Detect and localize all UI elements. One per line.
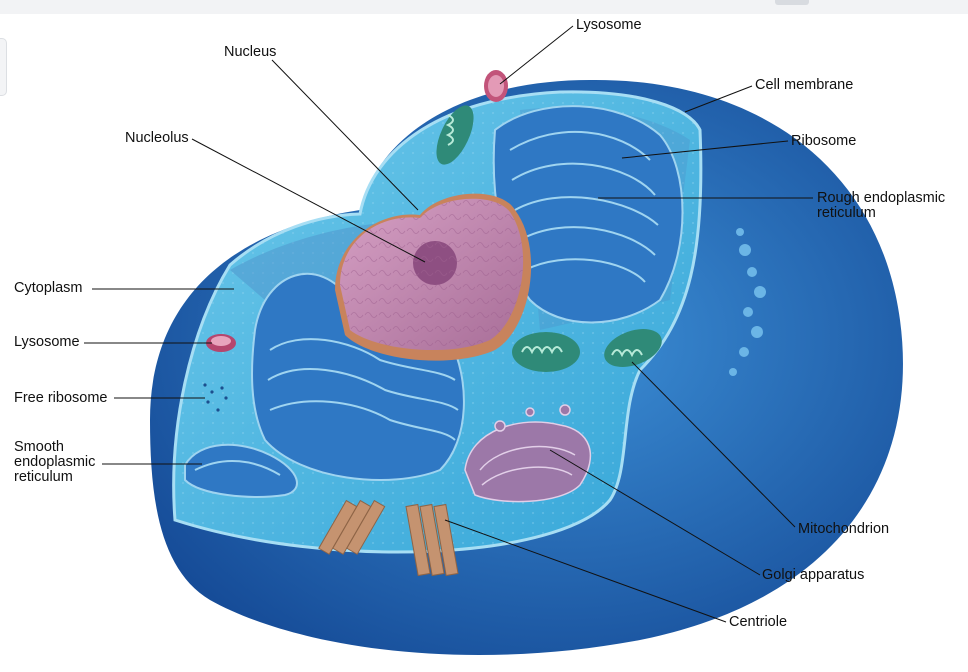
line-mitochondrion <box>631 361 796 528</box>
label-lysosome-left: Lysosome <box>14 334 80 350</box>
label-centriole: Centriole <box>729 614 788 630</box>
mitochondrion-3 <box>604 329 662 367</box>
rough-er-left <box>251 273 465 481</box>
label-rough-er: Rough endoplasmic reticulum <box>817 190 946 221</box>
line-cell-membrane <box>684 85 753 113</box>
top-bar <box>0 0 968 14</box>
label-nucleolus: Nucleolus <box>125 130 189 146</box>
line-ribosome <box>621 140 789 159</box>
label-golgi: Golgi apparatus <box>762 567 865 583</box>
label-nucleus: Nucleus <box>224 44 277 60</box>
membrane-protrusions <box>729 228 766 376</box>
label-cytoplasm: Cytoplasm <box>14 280 83 296</box>
mitochondrion-1 <box>436 105 474 165</box>
line-golgi <box>549 449 761 576</box>
label-mitochondrion: Mitochondrion <box>798 521 890 537</box>
centriole-2 <box>405 503 459 577</box>
label-lysosome-top: Lysosome <box>576 17 642 33</box>
line-centriole <box>444 519 727 623</box>
golgi-apparatus <box>464 404 591 503</box>
lysosome-top <box>484 70 508 102</box>
centriole-1 <box>318 499 386 555</box>
drag-handle[interactable] <box>775 0 809 5</box>
side-panel-tab[interactable] <box>0 38 7 96</box>
label-smooth-er: Smooth endoplasmic reticulum <box>14 439 96 485</box>
line-nucleus <box>271 59 419 211</box>
mitochondrion-2 <box>512 332 580 372</box>
line-nucleolus <box>191 138 426 263</box>
lysosome-left <box>206 334 236 352</box>
label-ribosome: Ribosome <box>791 133 857 149</box>
smooth-er <box>184 443 298 498</box>
nucleus <box>335 193 532 361</box>
line-lysosome-top <box>499 25 574 85</box>
leader-lines <box>84 25 813 623</box>
label-free-ribosome: Free ribosome <box>14 390 108 406</box>
rough-er-right <box>492 105 684 324</box>
free-ribosomes <box>203 383 228 412</box>
label-cell-membrane: Cell membrane <box>755 77 854 93</box>
